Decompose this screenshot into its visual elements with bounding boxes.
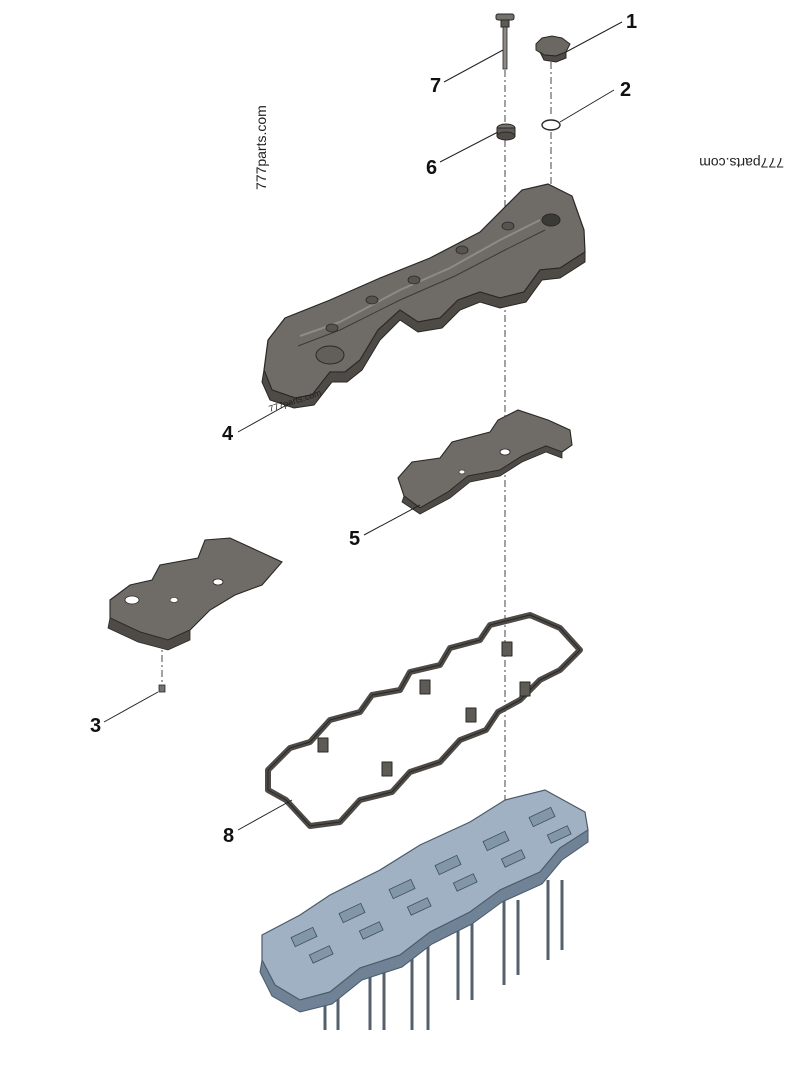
rocker-arms: [290, 806, 572, 964]
bolt-part: [495, 13, 515, 70]
watermark-left: 777parts.com: [253, 105, 269, 190]
o-ring-part: [541, 119, 561, 131]
screw-part: [158, 684, 166, 693]
callout-4: 4: [222, 423, 234, 445]
front-baffle-part: [107, 537, 283, 651]
leader-lines: [103, 21, 623, 831]
rear-baffle-part: [397, 409, 573, 515]
isolator-part: [496, 123, 516, 141]
valve-cover-part: [261, 183, 586, 409]
callout-7: 7: [430, 75, 441, 97]
oil-filler-cap-part: [535, 35, 571, 63]
callout-6: 6: [426, 157, 437, 179]
cylinder-head-assembly: [259, 789, 589, 1030]
callout-1: 1: [626, 11, 637, 33]
callout-8: 8: [223, 825, 234, 847]
callout-2: 2: [620, 79, 631, 101]
watermark-right: 777parts.com: [699, 155, 784, 171]
gasket-part: [265, 612, 583, 829]
callout-3: 3: [90, 715, 101, 737]
callout-5: 5: [349, 528, 360, 550]
callout-labels: 1 2 3 4 5 6 7 8: [90, 11, 637, 847]
